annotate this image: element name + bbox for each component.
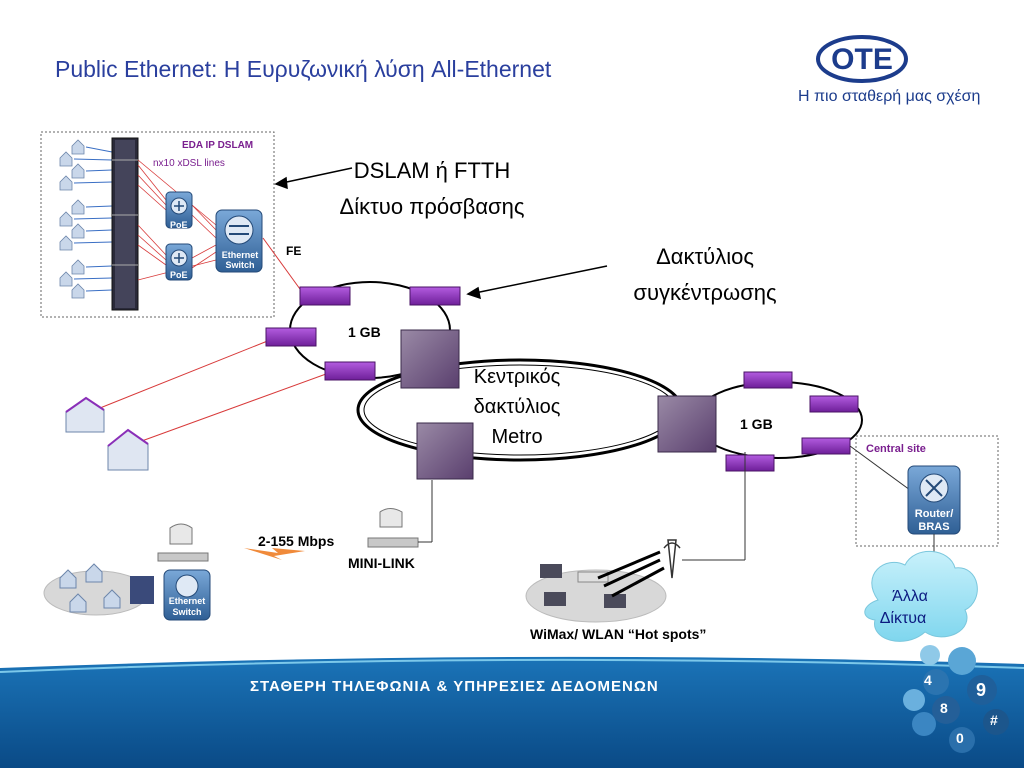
gb-label-right: 1 GB [740,416,773,432]
wimax-tower [597,539,681,598]
wimax-hotspot-area [525,564,667,623]
access-switch-label-2: Switch [225,260,255,270]
footer-wave [0,658,1024,673]
radio-bolt [244,548,305,560]
metro-label-1: Κεντρικός [473,366,561,388]
router-label-1: Router/ [914,508,954,520]
core-routers [400,329,717,480]
other-networks-label-2: Δίκτυα [879,610,927,627]
dslam-ftth-label-1: DSLAM ή FTTH [353,158,511,183]
house-icons [59,139,85,299]
keypad-key-4: 4 [924,672,932,688]
router-bras [907,465,961,535]
lan-area [43,563,154,616]
dslam-ftth-label-2: Δίκτυο πρόσβασης [339,194,525,219]
annotation-arrows [274,167,608,300]
minilink-device [367,508,419,548]
central-site-label: Central site [866,443,926,455]
fe-links [89,237,327,447]
logo-wordmark: OTE [831,43,893,76]
dslam-sublabel: nx10 xDSL lines [153,158,225,169]
poe-label-1: PoE [170,220,188,230]
minilink-label: MINI-LINK [348,555,415,571]
keypad-decoration [903,645,1009,753]
bottom-ethernet-switch [163,569,211,621]
other-networks-label-1: Άλλα [892,588,928,605]
keypad-key-8: 8 [940,700,948,716]
keypad-key-9: 9 [976,680,987,700]
central-site-box [855,435,999,547]
poe-device-2 [165,243,193,281]
central-link [849,445,911,491]
aggregation-switches-left [265,286,461,381]
keypad-key-0: 0 [956,730,964,746]
dslam-header: EDA IP DSLAM [182,140,254,151]
aggregation-label-1: Δακτύλιος [656,244,754,269]
bottom-switch-label-1: Ethernet [168,596,206,606]
access-ethernet-switch [215,209,263,273]
footer-band [0,656,1024,768]
keypad-key-hash: # [990,712,998,728]
dslam-rack [111,137,139,311]
house-1 [65,396,105,433]
ote-logo-mark: OTE [816,35,908,83]
footer-text: ΣΤΑΘΕΡΗ ΤΗΛΕΦΩΝΙΑ & ΥΠΗΡΕΣΙΕΣ ΔΕΔΟΜΕΝΩΝ [250,678,659,695]
aggregation-label-2: συγκέντρωσης [633,280,777,305]
gb-label-left: 1 GB [348,324,381,340]
access-switch-label-1: Ethernet [221,250,259,260]
speed-label: 2-155 Mbps [258,533,335,549]
page-title: Public Ethernet: Η Ευρυζωνική λύση All-E… [55,56,552,82]
wimax-label: WiMax/ WLAN “Hot spots” [530,626,707,642]
poe-label-2: PoE [170,270,188,280]
other-networks-cloud [864,550,978,642]
bottom-radio [157,523,209,562]
bottom-switch-label-2: Switch [172,607,202,617]
poe-device-1 [165,191,193,229]
access-network-box [40,131,275,318]
ote-logo: OTE [800,34,1010,114]
metro-label-2: δακτύλιος [473,396,561,418]
house-2 [107,428,149,471]
fe-label: FE [286,244,302,258]
logo-tagline: Η πιο σταθερή μας σχέση [798,88,981,105]
metro-label-3: Metro [491,426,543,448]
router-label-2: BRAS [918,521,950,533]
xdsl-lines [73,146,113,292]
